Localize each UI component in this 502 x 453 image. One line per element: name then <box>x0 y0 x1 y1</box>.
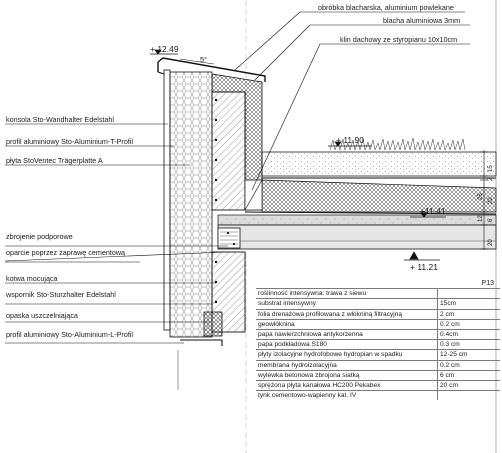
dimension-label-4: 25 <box>478 193 484 200</box>
elev-marker-parapet <box>150 49 178 55</box>
slope-label: 5° <box>200 55 208 64</box>
layer-thickness: 0.4cm <box>437 329 500 340</box>
layer-thickness: 0.3 cm <box>437 339 500 350</box>
slope-arc <box>179 58 215 65</box>
layer-name: tynk cementowo-wapienny kat. IV <box>256 390 438 401</box>
membrane-line <box>244 211 497 215</box>
flashing-drip <box>157 71 165 75</box>
dimension-label-1: 15 <box>488 165 494 172</box>
lintel-bracket <box>203 311 223 337</box>
elev-marker-roof <box>328 141 372 147</box>
layer-thickness: 2 cm <box>437 308 500 320</box>
layer-name: membrana hydroizolacyjna <box>256 359 438 371</box>
layer-table: P13 roślinność intensywna: trawa z siewu… <box>256 279 500 401</box>
callout-l-profile: profil aluminiowy Sto-Aluminium-L-Profil <box>6 330 134 339</box>
layer-thickness: 20 cm <box>437 380 500 391</box>
layer-name: geowłóknina <box>256 318 438 330</box>
support-mortar <box>217 227 241 249</box>
elev-marker-slab-top <box>410 212 446 218</box>
wall-insulation <box>169 71 213 338</box>
layer-row: płyty izolacyjne hydrofobowe hydropian w… <box>256 349 500 361</box>
rebar-2 <box>232 242 236 246</box>
layer-thickness: 15cm <box>437 298 500 310</box>
callout-bracket: wspornik Sto-Sturzhalter Edelstahl <box>6 290 116 299</box>
callout-t-profile: profil aluminiowy Sto-Aluminium-T-Profil <box>6 137 134 146</box>
substrate-layer <box>261 151 497 177</box>
facade-cladding <box>163 69 171 331</box>
layer-row: folia drenażowa profilowana z włókniną f… <box>256 308 500 320</box>
layer-name: papa podkładowa S180 <box>256 339 438 350</box>
l-profile <box>180 339 223 346</box>
callout-eps-wedge: klin dachowy ze styropianu 10x10cm <box>340 35 458 44</box>
layer-thickness: 12-25 cm <box>437 349 500 361</box>
layer-name: papa nawierzchniowa antykorzenna <box>256 329 438 340</box>
dimension-label-5: 6 <box>488 218 494 222</box>
parapet-wall <box>211 91 246 211</box>
leaders-top <box>234 11 470 191</box>
dimension-label-6: 12 <box>478 215 484 222</box>
anchor-dots <box>214 98 218 304</box>
callout-rebar: zbrojenie podporowe <box>6 232 73 241</box>
layer-thickness <box>437 390 500 401</box>
layer-name: sprężona płyta kanałowa HC200 Pekabex <box>256 380 438 391</box>
callout-seal-band: opaska uszczelniająca <box>6 311 78 320</box>
dimension-label-7: 20 <box>488 239 494 246</box>
callout-flashing: obróbka blacharska, aluminium powlekane <box>318 3 454 12</box>
layer-name: folia drenażowa profilowana z włókniną f… <box>256 308 438 320</box>
layer-row: tynk cementowo-wapienny kat. IV <box>256 390 500 401</box>
dimension-label-2: 2 <box>488 177 494 181</box>
layer-thickness: 0.2 cm <box>437 359 500 371</box>
layer-code: P13 <box>481 280 494 287</box>
callout-mortar: oparcie poprzez zaprawę cementową <box>6 248 126 257</box>
dimension-chain <box>480 150 488 250</box>
elevation-slab-bottom: + 11.21 <box>410 262 438 272</box>
roof-insulation <box>261 179 497 213</box>
elevation-slab-top: +11.41 <box>420 206 446 216</box>
layer-code-row: P13 <box>256 279 500 289</box>
support-hatch <box>220 231 238 245</box>
elevation-parapet-top: + 12.49 <box>150 44 179 54</box>
grass <box>329 137 466 151</box>
parapet-flashing <box>157 57 266 82</box>
layer-name: wylewka betonowa zbrojona siatką <box>256 369 438 381</box>
dimension-label-3: 20 <box>488 197 494 204</box>
layer-name: roślinność intensywna: trawa z siewu <box>256 288 438 299</box>
hollow-core-slab <box>217 224 497 250</box>
layer-row: roślinność intensywna: trawa z siewu <box>256 288 500 299</box>
layer-name: substrat intensywny <box>256 298 438 310</box>
callout-alu-sheet: blacha aluminiowa 3mm <box>383 16 461 25</box>
leaders-left <box>4 123 228 344</box>
callout-anchor: kotwa mocująca <box>6 274 58 283</box>
rebar-1 <box>226 231 230 235</box>
elevation-roof-surface: + 11.90 <box>336 135 364 145</box>
elev-marker-slab-bottom <box>404 251 440 261</box>
callout-console: konsola Sto-Wandhalter Edelstahl <box>6 115 115 124</box>
callout-board: płyta StoVentec Trägerplatte A <box>6 156 103 165</box>
eps-wedge-diag <box>244 179 263 211</box>
layer-thickness <box>437 288 500 299</box>
concrete-screed <box>217 214 497 226</box>
layer-thickness: 0.2 cm <box>437 318 500 330</box>
layer-name: płyty izolacyjne hydrofobowe hydropian w… <box>256 349 438 361</box>
layer-thickness: 6 cm <box>437 369 500 381</box>
